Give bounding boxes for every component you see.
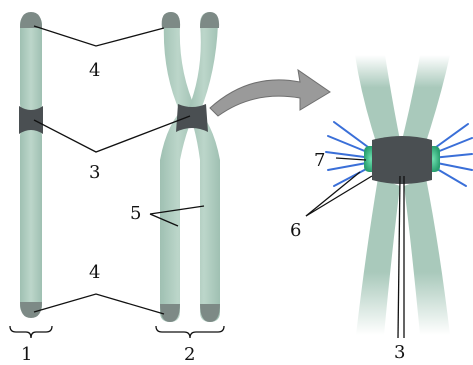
zoom-chromatid-lower-left [356, 178, 400, 335]
zoom-chromatid-upper-left [355, 55, 400, 148]
sister-chromatid-right [188, 12, 220, 322]
label-sister-chromatids: 5 [130, 203, 141, 224]
centromere-zoom [372, 136, 432, 184]
zoom-chromatid-upper-right [402, 55, 450, 148]
leader-kinetochore-7 [336, 158, 366, 160]
label-centromere-zoom-3: 3 [394, 342, 405, 363]
centromere-x [176, 104, 208, 132]
label-telomere-bottom: 4 [89, 262, 100, 283]
brace-1 [10, 326, 52, 338]
zoom-arrow [210, 70, 330, 116]
label-telomere-top: 4 [89, 60, 100, 81]
unreplicated-chromosome [19, 12, 43, 318]
centromere-left [19, 106, 43, 134]
telomere-top-right [200, 12, 219, 28]
leader-kinetochore-6b [306, 176, 372, 216]
telomere-top-left [162, 12, 180, 28]
label-kinetochore-6: 6 [290, 220, 301, 241]
leader-telomere-bottom [34, 294, 164, 314]
leader-kinetochore-6a [306, 172, 360, 216]
telomere-top [20, 12, 42, 28]
zoom-chromatid-lower-right [404, 178, 450, 335]
chromatid-upper-arm [20, 14, 42, 114]
leader-telomere-top [34, 26, 164, 46]
label-chromatid-1: 1 [21, 344, 32, 365]
label-centromere: 3 [89, 162, 100, 183]
leader-centromere-zoom [398, 176, 400, 338]
label-microtubules-7: 7 [314, 150, 325, 171]
brace-2 [156, 326, 224, 338]
sister-chromatid-left [160, 12, 196, 322]
replicated-chromosome [160, 12, 220, 322]
label-replicated-2: 2 [184, 344, 195, 365]
chromatid-lower-arm [20, 126, 42, 316]
